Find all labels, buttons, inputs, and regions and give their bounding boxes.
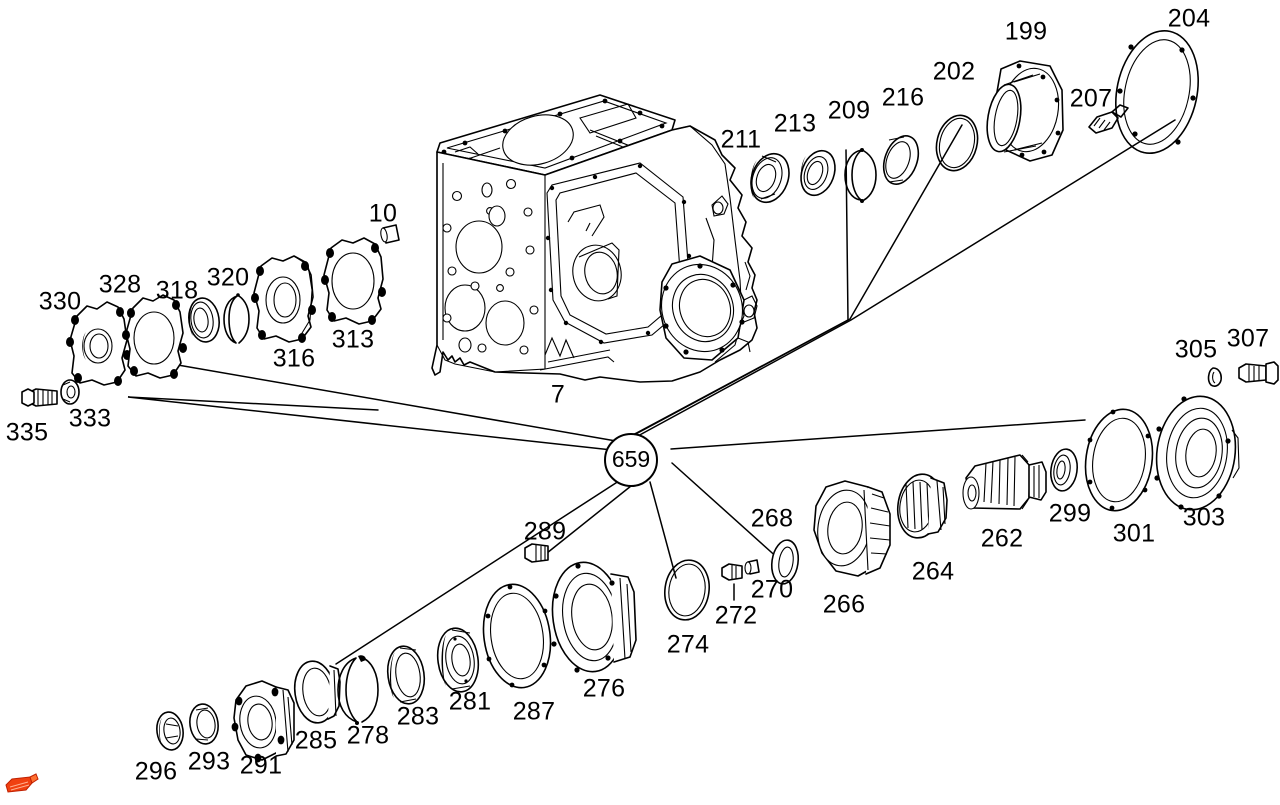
label-10: 10 (369, 200, 397, 228)
part-316-bearing-carrier (251, 255, 316, 343)
part-199-output-flange (986, 60, 1064, 162)
part-296-end-cap (156, 711, 184, 751)
part-274-o-ring-large (664, 559, 710, 621)
part-328-gasket (122, 294, 187, 379)
part-204-flange-gasket-ring (1115, 29, 1199, 155)
label-262: 262 (981, 525, 1024, 553)
part-333-washer-left (60, 379, 80, 405)
part-287-cover-gasket (482, 583, 552, 689)
label-318: 318 (156, 277, 199, 305)
part-318-ball-bearing-left (188, 297, 220, 343)
part-303-bearing-housing (1154, 395, 1240, 511)
part-268-spacer-ring (770, 539, 800, 585)
part-272-set-screw (721, 563, 743, 601)
part-202-o-ring (935, 114, 979, 172)
hub-label: 659 (612, 446, 650, 472)
label-204: 204 (1168, 5, 1211, 33)
part-320-snap-ring-left (223, 293, 250, 344)
part-270-locating-pin (744, 559, 760, 575)
part-281-ball-bearing-small (436, 627, 480, 693)
part-291-speedo-drive-housing (231, 680, 295, 763)
part-307-hex-bolt-right (1238, 361, 1279, 385)
label-285: 285 (295, 727, 338, 755)
label-320: 320 (207, 264, 250, 292)
part-211-ball-bearing (750, 152, 790, 204)
label-328: 328 (99, 271, 142, 299)
part-262-splined-shaft (962, 454, 1047, 510)
part-330-end-cover (66, 301, 131, 386)
part-276-bearing-cover (551, 561, 637, 673)
part-278-retaining-ring (337, 655, 379, 725)
label-278: 278 (347, 722, 390, 750)
label-266: 266 (823, 591, 866, 619)
label-213: 213 (774, 110, 817, 138)
label-209: 209 (828, 97, 871, 125)
label-335: 335 (6, 419, 49, 447)
part-299-thrust-washer (1049, 448, 1079, 492)
part-266-coupling-hub (813, 480, 891, 577)
label-274: 274 (667, 631, 710, 659)
label-305: 305 (1175, 336, 1218, 364)
part-number-labels: 199 202 204 207 209 211 213 216 7 10 262… (6, 5, 1270, 786)
part-313-cover-gasket-left (321, 237, 386, 325)
hub-node-659[interactable]: 659 (604, 433, 658, 487)
part-305-lock-washer (1207, 367, 1222, 387)
label-7: 7 (551, 381, 565, 409)
label-207: 207 (1070, 85, 1113, 113)
label-272: 272 (715, 602, 758, 630)
label-281: 281 (449, 688, 492, 716)
label-299: 299 (1049, 500, 1092, 528)
part-293-bushing (189, 703, 219, 745)
label-307: 307 (1227, 325, 1270, 353)
label-264: 264 (912, 558, 955, 586)
part-289-cap-screw (524, 543, 549, 563)
label-289: 289 (524, 518, 567, 546)
label-293: 293 (188, 748, 231, 776)
label-268: 268 (751, 505, 794, 533)
label-313: 313 (332, 326, 375, 354)
label-316: 316 (273, 345, 316, 373)
part-216-oil-seal (882, 135, 920, 185)
label-287: 287 (513, 698, 556, 726)
bolt-icon[interactable] (5, 773, 39, 793)
part-335-hex-bolt-left (21, 388, 58, 407)
part-213-shaft-seal (800, 149, 836, 197)
part-285-bearing-race (293, 660, 341, 724)
label-333: 333 (69, 405, 112, 433)
label-283: 283 (397, 703, 440, 731)
label-330: 330 (39, 288, 82, 316)
label-303: 303 (1183, 504, 1226, 532)
label-301: 301 (1113, 520, 1156, 548)
label-202: 202 (933, 58, 976, 86)
leader-lines (127, 119, 1176, 665)
label-270: 270 (751, 576, 794, 604)
label-199: 199 (1005, 18, 1048, 46)
label-276: 276 (583, 675, 626, 703)
part-209-snap-ring (844, 148, 877, 203)
part-283-seal-ring (386, 645, 426, 705)
label-216: 216 (882, 84, 925, 112)
label-291: 291 (240, 752, 283, 780)
label-211: 211 (721, 126, 762, 154)
part-301-housing-gasket (1084, 408, 1154, 512)
part-10-dowel-pin (380, 224, 400, 244)
part-7-transmission-housing (431, 94, 758, 383)
label-296: 296 (135, 758, 178, 786)
part-264-needle-bearing (896, 473, 948, 539)
